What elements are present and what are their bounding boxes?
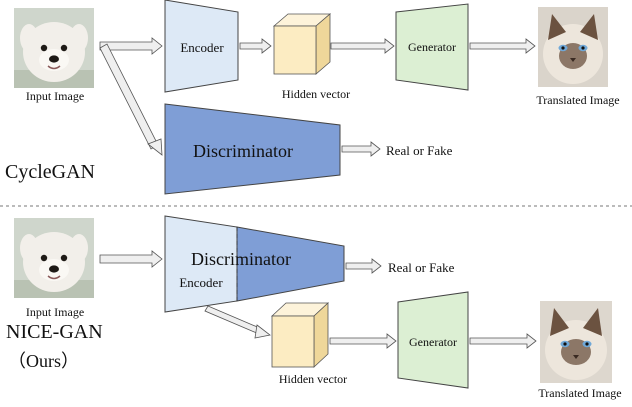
input-image-label-bottom: Input Image (26, 305, 84, 319)
arrow-encoder-to-hidden-top (239, 38, 272, 54)
arrow-input-to-discriminator-top (99, 43, 163, 156)
arrow-discriminator-to-output-top (341, 141, 381, 157)
input-image-dog-bottom (14, 218, 94, 298)
arrow-hidden-to-generator-bottom (329, 333, 397, 349)
discriminator-label-bottom: Discriminator (191, 249, 291, 269)
method-title-nicegan: NICE-GAN (6, 321, 103, 343)
translated-image-label-bottom: Translated Image (538, 386, 621, 400)
hidden-vector-cube-top (272, 13, 332, 75)
generator-block-bottom (397, 291, 469, 389)
arrow-generator-to-output-bottom (469, 333, 537, 349)
hidden-vector-label-bottom: Hidden vector (279, 372, 347, 386)
method-note-ours: （Ours） (8, 351, 79, 371)
encoder-block-top (164, 0, 239, 93)
hidden-vector-label-top: Hidden vector (282, 87, 350, 101)
input-image-dog-top (14, 8, 94, 88)
input-image-label-top: Input Image (26, 89, 84, 103)
encoder-label-bottom: Encoder (179, 275, 223, 290)
arrow-generator-to-output-top (469, 38, 536, 54)
hidden-vector-cube-bottom (270, 302, 330, 368)
arrow-input-to-encoder-bottom (99, 250, 163, 268)
encoder-label-top: Encoder (180, 40, 224, 55)
generator-label-top: Generator (408, 40, 456, 54)
discriminator-label-top: Discriminator (193, 141, 293, 161)
method-title-cyclegan: CycleGAN (5, 161, 95, 183)
discriminator-block-top (164, 103, 341, 195)
translated-image-cat-bottom (540, 301, 612, 383)
generator-label-bottom: Generator (409, 335, 457, 349)
real-or-fake-label-bottom: Real or Fake (388, 260, 455, 275)
shared-encoder-discriminator-block (164, 215, 345, 313)
generator-block-top (395, 3, 469, 91)
translated-image-cat-top (538, 7, 608, 87)
real-or-fake-label-top: Real or Fake (386, 143, 453, 158)
arrow-discriminator-to-output-bottom (345, 258, 382, 274)
arrow-hidden-to-generator-top (330, 38, 395, 54)
translated-image-label-top: Translated Image (536, 93, 619, 107)
arrow-encoder-to-hidden-bottom (204, 305, 271, 339)
